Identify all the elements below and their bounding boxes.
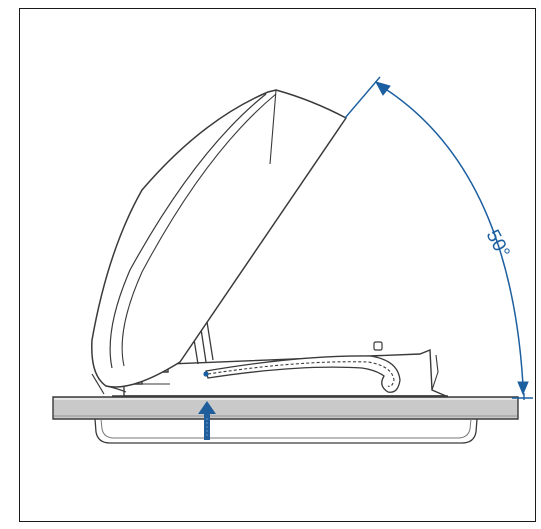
roof-panel	[52, 396, 519, 420]
angle-label: 50°	[482, 226, 514, 261]
up-arrow-icon	[198, 401, 216, 440]
roof-panel-body	[52, 396, 519, 420]
angle-reference-line-tilted	[344, 76, 381, 119]
hatch-lid	[91, 89, 348, 395]
angle-arc	[383, 87, 524, 386]
angle-indicator	[344, 76, 533, 400]
angle-arc-arrowhead-top	[374, 81, 391, 96]
slider-pivot	[203, 371, 209, 377]
angle-arc-arrowhead-bottom	[517, 381, 529, 396]
slider-rail	[203, 355, 401, 393]
inner-trim-frame	[94, 418, 478, 444]
